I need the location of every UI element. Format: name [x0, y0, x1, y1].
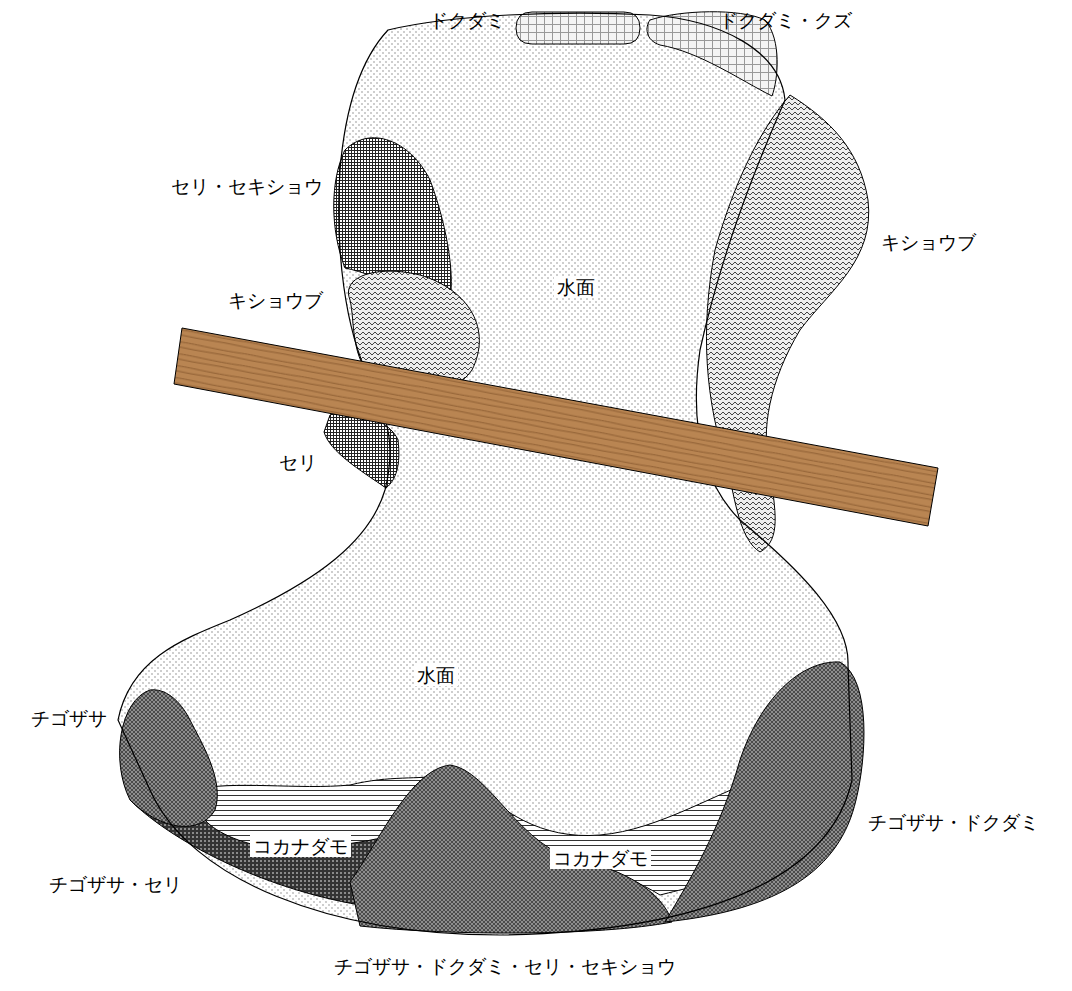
- plant-label: チゴザサ・ドクダミ: [865, 811, 1042, 834]
- plant-label: コカナダモ: [550, 847, 651, 870]
- chigozasa-patch: [120, 690, 218, 827]
- plant-label: チゴザサ: [28, 707, 110, 730]
- plant-label: 水面: [414, 664, 458, 687]
- plant-label: コカナダモ: [250, 835, 351, 858]
- plant-label: チゴザサ・セリ: [46, 873, 185, 896]
- plant-label: 水面: [554, 276, 598, 299]
- plant-label: チゴザサ・ドクダミ・セリ・セキショウ: [331, 955, 679, 978]
- dokudami-patch: [516, 12, 640, 44]
- wooden-plank: [174, 328, 938, 526]
- plant-label: キショウブ: [225, 289, 326, 312]
- plant-label: ドクダミ・クズ: [716, 9, 855, 32]
- plant-label: ドクダミ: [426, 9, 508, 32]
- plant-label: キショウブ: [878, 231, 979, 254]
- plant-label: セリ: [276, 451, 320, 474]
- mixed-vegetation-patch: [350, 765, 672, 933]
- plant-label: セリ・セキショウ: [168, 175, 326, 198]
